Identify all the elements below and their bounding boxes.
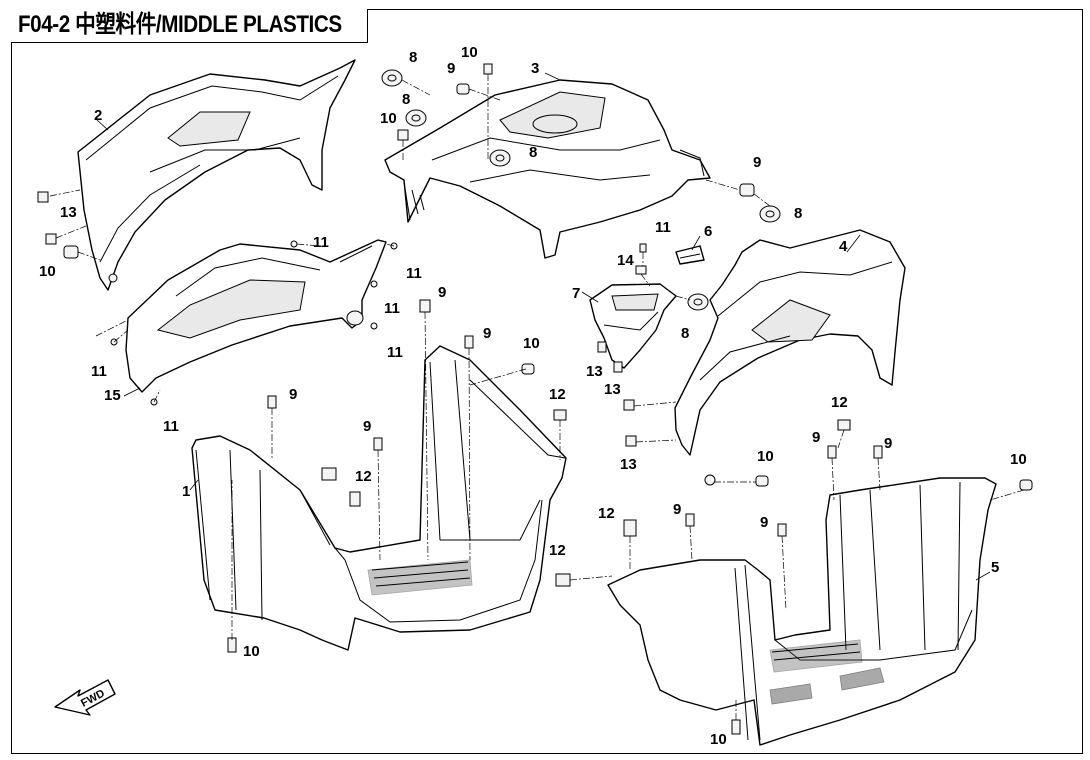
part-7-center-bracket xyxy=(589,283,677,369)
callout-10: 10 xyxy=(710,731,727,748)
callout-2: 2 xyxy=(94,107,102,124)
callout-8: 8 xyxy=(681,325,689,342)
callout-9: 9 xyxy=(812,429,820,446)
callout-11: 11 xyxy=(387,344,403,361)
callout-labels: 1 2 3 4 5 6 7 8 8 8 8 8 9 9 9 9 9 9 9 9 … xyxy=(39,44,1027,748)
callout-8: 8 xyxy=(794,205,802,222)
grommets xyxy=(381,69,781,311)
callout-4: 4 xyxy=(839,238,848,255)
callout-11: 11 xyxy=(313,234,329,251)
callout-10: 10 xyxy=(243,643,260,660)
callout-1: 1 xyxy=(182,483,190,500)
callout-15: 15 xyxy=(104,387,121,404)
callout-12: 12 xyxy=(355,468,372,485)
assembly-lines xyxy=(49,74,1025,720)
callout-11: 11 xyxy=(655,219,671,236)
callout-9: 9 xyxy=(289,386,297,403)
callout-9: 9 xyxy=(483,325,491,342)
title-box: F04-2 中塑料件/MIDDLE PLASTICS xyxy=(11,9,368,43)
callout-10: 10 xyxy=(757,448,774,465)
callout-11: 11 xyxy=(163,418,179,435)
callout-9: 9 xyxy=(673,501,681,518)
callout-9: 9 xyxy=(447,60,455,77)
callout-11: 11 xyxy=(384,300,400,317)
part-3-center-top-cover xyxy=(384,79,711,259)
page-title: F04-2 中塑料件/MIDDLE PLASTICS xyxy=(18,11,342,38)
part-1-left-footwell xyxy=(191,345,567,651)
callout-9: 9 xyxy=(363,418,371,435)
callout-8: 8 xyxy=(409,49,417,66)
callout-12: 12 xyxy=(831,394,848,411)
callout-9: 9 xyxy=(760,514,768,531)
part-5-right-footwell xyxy=(607,477,997,746)
callout-10: 10 xyxy=(523,335,540,352)
callout-12: 12 xyxy=(598,505,615,522)
callout-6: 6 xyxy=(704,223,712,240)
fwd-arrow: FWD xyxy=(54,679,116,716)
diagram-frame xyxy=(11,9,1083,754)
callout-13: 13 xyxy=(586,363,603,380)
part-6-pad xyxy=(675,245,705,265)
callout-13: 13 xyxy=(620,456,637,473)
callout-10: 10 xyxy=(380,110,397,127)
callout-7: 7 xyxy=(572,285,580,302)
callout-12: 12 xyxy=(549,386,566,403)
leader-lines xyxy=(96,72,991,581)
callout-8: 8 xyxy=(402,91,410,108)
callout-9: 9 xyxy=(438,284,446,301)
callout-13: 13 xyxy=(604,381,621,398)
callout-14: 14 xyxy=(617,252,634,269)
part-15-left-lower-side-cover xyxy=(125,239,387,393)
callout-12: 12 xyxy=(549,542,566,559)
callout-8: 8 xyxy=(529,144,537,161)
callout-10: 10 xyxy=(39,263,56,280)
fasteners xyxy=(37,63,1033,735)
callout-9: 9 xyxy=(753,154,761,171)
callout-5: 5 xyxy=(991,559,999,576)
callout-3: 3 xyxy=(531,60,539,77)
callout-11: 11 xyxy=(406,265,422,282)
callout-10: 10 xyxy=(461,44,478,61)
callout-13: 13 xyxy=(60,204,77,221)
part-4-right-side-cover xyxy=(674,229,906,486)
callout-10: 10 xyxy=(1010,451,1027,468)
part-2-left-upper-side-cover xyxy=(77,59,356,291)
callout-9: 9 xyxy=(884,435,892,452)
callout-11: 11 xyxy=(91,363,107,380)
